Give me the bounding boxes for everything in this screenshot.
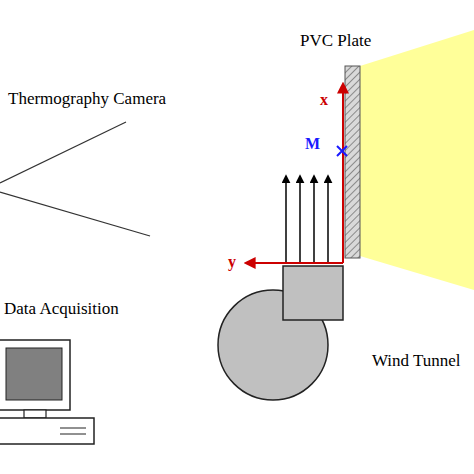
monitor <box>0 340 70 410</box>
flow-arrow <box>313 176 315 263</box>
flow-arrow <box>285 176 287 263</box>
camera-label: Thermography Camera <box>8 90 166 107</box>
pvc-plate <box>345 66 360 258</box>
heat-lamp-beam <box>360 30 474 290</box>
point-label: M <box>305 136 320 152</box>
tunnel-label: Wind Tunnel <box>372 352 461 369</box>
drive-slot <box>60 434 86 435</box>
axis-label: x <box>320 92 328 108</box>
wind-tunnel-nozzle <box>283 266 343 320</box>
monitor-stand <box>24 410 46 418</box>
axis-label: y <box>228 254 236 270</box>
monitor-screen <box>6 348 62 400</box>
view-line <box>0 122 126 183</box>
flow-arrow <box>327 176 329 263</box>
acquisition-label: Data Acquisition <box>4 300 119 317</box>
computer-case <box>0 418 94 444</box>
drive-slot <box>60 428 86 429</box>
measure-point <box>337 146 347 156</box>
view-line <box>0 192 150 236</box>
y-axis <box>246 262 343 264</box>
x-axis <box>342 84 344 263</box>
flow-arrow <box>299 176 301 263</box>
plate-label: PVC Plate <box>300 32 371 49</box>
